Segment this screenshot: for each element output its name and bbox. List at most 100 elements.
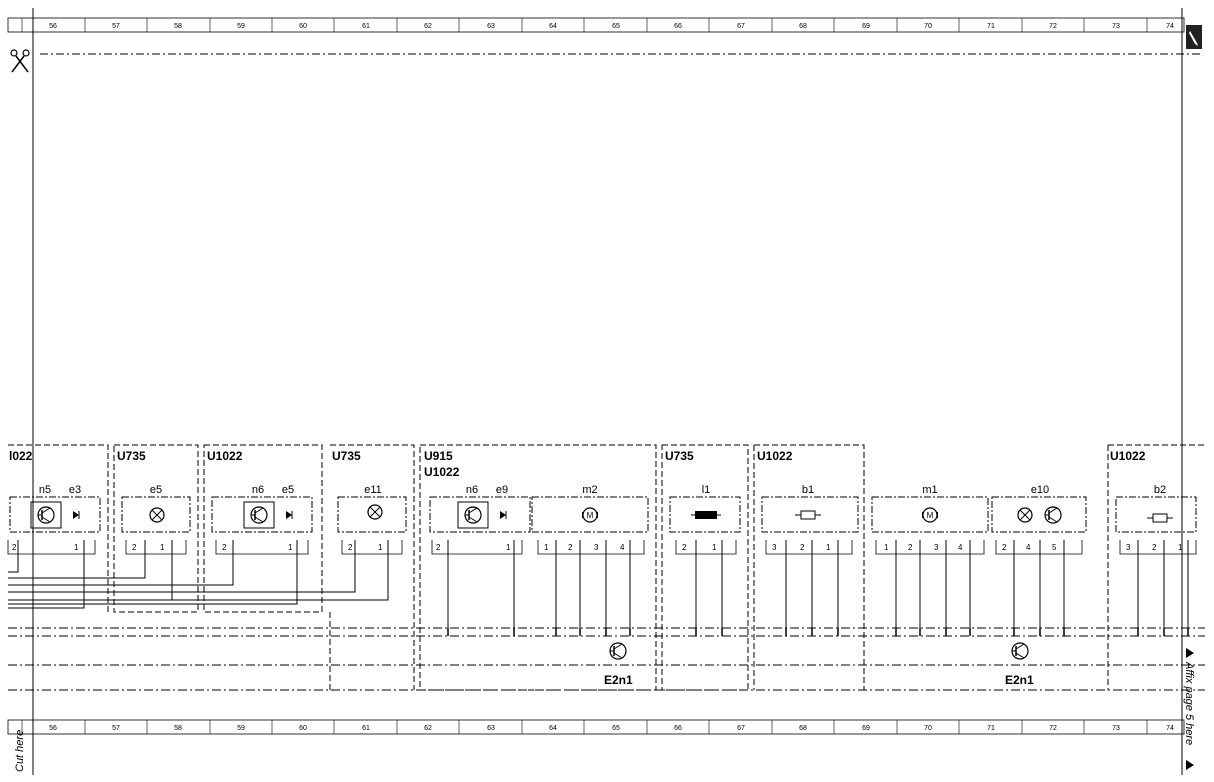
component-label: l1 <box>702 484 711 496</box>
pin-number: 2 <box>1152 543 1157 552</box>
component-label: e9 <box>496 484 508 496</box>
ruler-number: 70 <box>924 725 932 732</box>
transistor-icon <box>243 501 275 529</box>
ruler-number: 61 <box>362 23 370 30</box>
component-label: e3 <box>69 484 81 496</box>
ruler-number: 60 <box>299 23 307 30</box>
ruler-number: 62 <box>424 23 432 30</box>
component-boxes <box>9 496 1197 533</box>
ruler-number: 70 <box>924 23 932 30</box>
ruler-number: 68 <box>799 725 807 732</box>
ruler-number: 67 <box>737 725 745 732</box>
ruler-number: 73 <box>1112 725 1120 732</box>
module-label: U1022 <box>1110 449 1146 463</box>
transistor-icon <box>30 501 62 529</box>
transistor-icon <box>609 642 627 660</box>
led-icon <box>73 511 80 519</box>
pin-number: 2 <box>682 543 687 552</box>
ground-label: E2n1 <box>1005 673 1034 687</box>
pin-number: 2 <box>568 543 573 552</box>
pin-number: 1 <box>74 543 79 552</box>
ruler-number: 57 <box>112 725 120 732</box>
pin-number: 3 <box>934 543 939 552</box>
component-label: n5 <box>39 484 51 496</box>
component-label: e5 <box>282 484 294 496</box>
ruler-number: 64 <box>549 725 557 732</box>
ruler-number: 72 <box>1049 23 1057 30</box>
ruler-number: 67 <box>737 23 745 30</box>
component-label: n6 <box>466 484 478 496</box>
ruler-number: 58 <box>174 23 182 30</box>
pin-number: 2 <box>222 543 227 552</box>
ruler-number: 74 <box>1166 725 1174 732</box>
svg-text:M: M <box>587 511 594 520</box>
module-label: U1022 <box>207 449 243 463</box>
cut-here-label: Cut here <box>14 730 26 772</box>
ruler-number: 63 <box>487 23 495 30</box>
ruler-number: 66 <box>674 23 682 30</box>
pin-number: 2 <box>800 543 805 552</box>
module-label: U735 <box>117 449 146 463</box>
top-ruler: 56 57 58 59 60 61 62 63 64 65 66 67 68 6… <box>7 17 1185 33</box>
pin-number: 3 <box>772 543 777 552</box>
triangle-marker-icon <box>1186 648 1194 658</box>
inductor-icon <box>691 511 721 519</box>
transistor-icon <box>457 501 489 529</box>
pin-number: 5 <box>1052 543 1057 552</box>
module-label-secondary: U1022 <box>424 465 460 479</box>
pencil-icon <box>1186 25 1202 49</box>
ruler-number: 63 <box>487 725 495 732</box>
module-boxes <box>8 444 1205 691</box>
pin-number: 2 <box>436 543 441 552</box>
transistor-icon <box>1044 506 1062 524</box>
ruler-number: 59 <box>237 23 245 30</box>
pin-number: 3 <box>1126 543 1131 552</box>
component-label: e5 <box>150 484 162 496</box>
cut-margin <box>32 8 1200 775</box>
module-label: U915 <box>424 449 453 463</box>
lamp-icon <box>367 504 383 520</box>
motor-icon: M <box>582 507 598 523</box>
wires <box>8 540 1189 628</box>
module-label: U735 <box>332 449 361 463</box>
pin-number: 2 <box>1002 543 1007 552</box>
component-label: n6 <box>252 484 264 496</box>
pin-number: 3 <box>594 543 599 552</box>
ruler-number: 60 <box>299 725 307 732</box>
terminal-ticks <box>447 628 1189 636</box>
led-icon <box>500 511 507 519</box>
ruler-number: 61 <box>362 725 370 732</box>
scissors-icon <box>10 49 30 73</box>
ruler-number: 59 <box>237 725 245 732</box>
ground-label: E2n1 <box>604 673 633 687</box>
pin-number: 1 <box>160 543 165 552</box>
ruler-number: 72 <box>1049 725 1057 732</box>
module-label: U735 <box>665 449 694 463</box>
ruler-number: 71 <box>987 23 995 30</box>
pin-number: 1 <box>506 543 511 552</box>
pin-number: 1 <box>826 543 831 552</box>
transistor-icon <box>1011 642 1029 660</box>
pin-number: 1 <box>712 543 717 552</box>
ruler-number: 65 <box>612 23 620 30</box>
pin-number: 4 <box>1026 543 1031 552</box>
ruler-number: 56 <box>49 23 57 30</box>
component-label: b1 <box>802 484 814 496</box>
pin-number: 1 <box>1178 543 1183 552</box>
pin-number: 4 <box>958 543 963 552</box>
ruler-number: 74 <box>1166 23 1174 30</box>
component-label: b2 <box>1154 484 1166 496</box>
connector-rows <box>7 540 1197 555</box>
pin-number: 1 <box>884 543 889 552</box>
pin-number: 2 <box>908 543 913 552</box>
motor-icon: M <box>922 507 938 523</box>
component-label: e10 <box>1031 484 1049 496</box>
module-label: l022 <box>9 449 33 463</box>
ruler-number: 71 <box>987 725 995 732</box>
ruler-number: 73 <box>1112 23 1120 30</box>
ruler-number: 68 <box>799 23 807 30</box>
pin-number: 1 <box>288 543 293 552</box>
pin-number: 2 <box>12 543 17 552</box>
ruler-number: 69 <box>862 725 870 732</box>
